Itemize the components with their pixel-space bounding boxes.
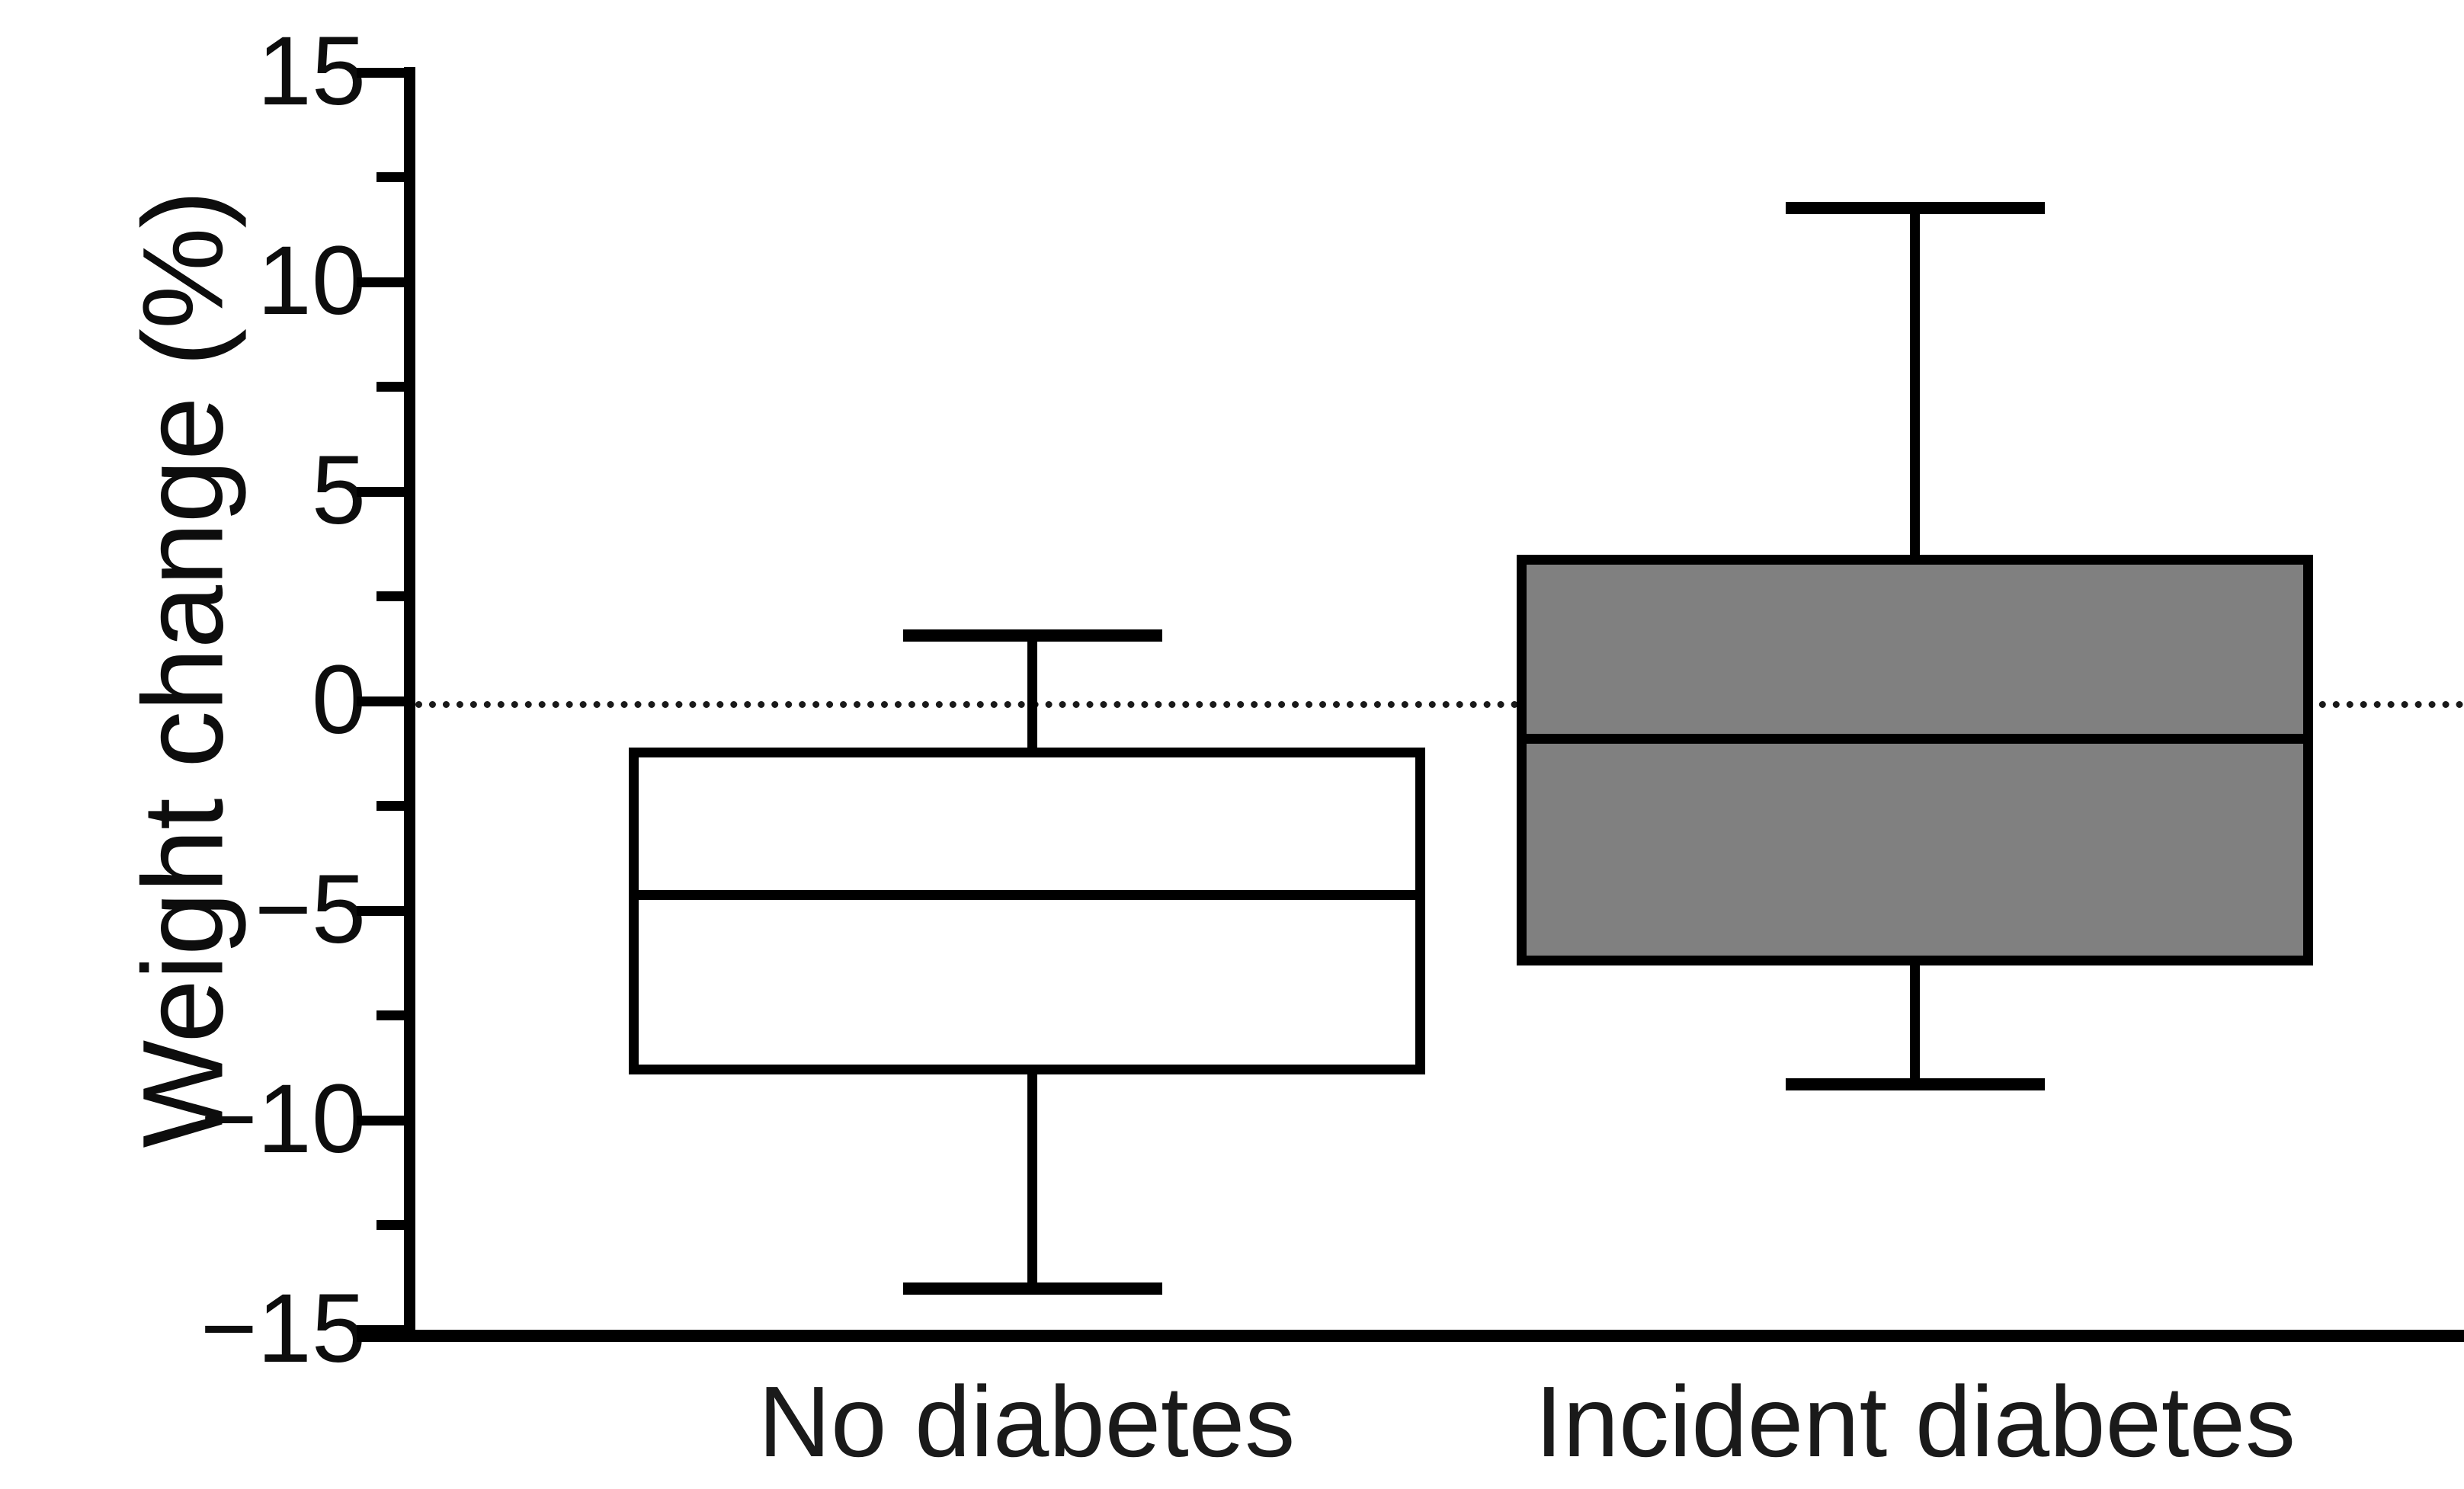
x-tick-label-incident-diabetes: Incident diabetes xyxy=(1534,1366,2296,1478)
box2-lower-whisker-stem xyxy=(1910,965,1920,1084)
box2-median-line xyxy=(1517,734,2313,744)
box1-median-line xyxy=(629,890,1425,900)
box1-iqr-rect xyxy=(629,748,1425,1074)
y-tick-major-5 xyxy=(357,487,404,497)
y-tick-major-m5 xyxy=(357,906,404,916)
y-tick-major-15 xyxy=(357,68,404,78)
y-axis-spine xyxy=(404,67,415,1340)
y-tick-label-m5: −5 xyxy=(255,855,366,964)
x-tick-label-no-diabetes: No diabetes xyxy=(758,1366,1296,1478)
box1-lower-whisker-cap xyxy=(903,1282,1162,1295)
y-tick-major-0 xyxy=(357,696,404,706)
y-tick-label-10: 10 xyxy=(257,226,366,335)
y-tick-minor-2_5 xyxy=(376,591,404,601)
y-tick-major-10 xyxy=(357,277,404,287)
box2-lower-whisker-cap xyxy=(1786,1078,2045,1090)
y-tick-label-0: 0 xyxy=(311,645,366,754)
y-tick-label-5: 5 xyxy=(311,436,366,545)
box1-lower-whisker-stem xyxy=(1027,1074,1037,1288)
y-tick-minor-12_5 xyxy=(376,172,404,182)
y-tick-label-m15: −15 xyxy=(200,1274,366,1383)
y-tick-minor-m7_5 xyxy=(376,1010,404,1020)
y-tick-label-m10: −10 xyxy=(200,1065,366,1174)
x-axis-spine xyxy=(357,1330,2464,1342)
y-tick-minor-7_5 xyxy=(376,382,404,392)
box1-upper-whisker-stem xyxy=(1027,629,1037,748)
box2-iqr-rect xyxy=(1517,555,2313,965)
y-tick-minor-m12_5 xyxy=(376,1220,404,1230)
y-tick-major-m10 xyxy=(357,1116,404,1126)
y-tick-label-15: 15 xyxy=(257,17,366,126)
box2-upper-whisker-stem xyxy=(1910,202,1920,555)
zero-reference-line xyxy=(415,701,2464,708)
y-tick-minor-m2_5 xyxy=(376,801,404,811)
y-tick-major-m15 xyxy=(357,1325,404,1335)
